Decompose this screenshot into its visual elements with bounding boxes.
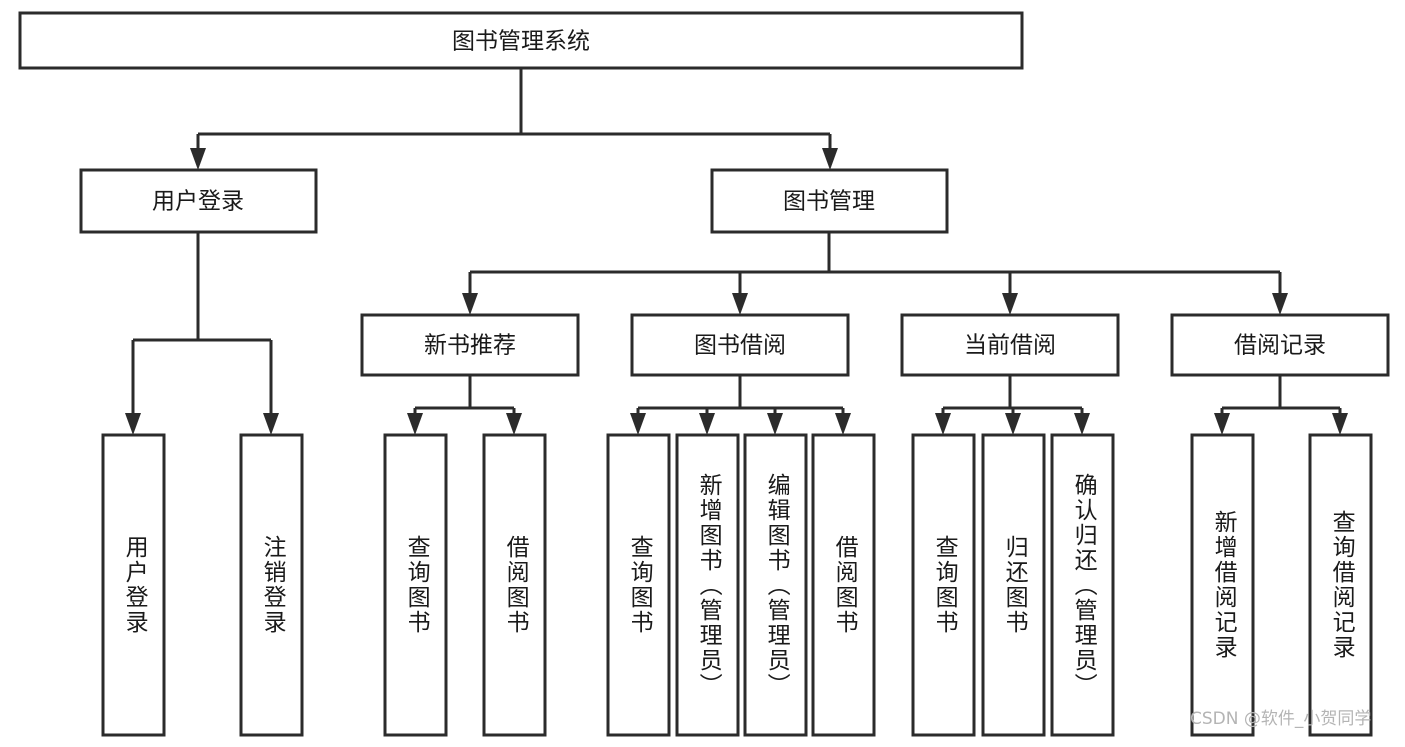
arrowhead-add-borrow-record (1214, 413, 1230, 435)
arrowhead-query-book-3 (935, 413, 951, 435)
leaf-box-user-login-do[interactable] (101, 433, 166, 737)
node-new-book-recommend-box[interactable] (360, 313, 580, 377)
leaf-boxes-group (101, 433, 1373, 737)
leaf-box-user-logout[interactable] (239, 433, 304, 737)
connector-book-manage-to-level3 (462, 232, 1288, 315)
node-borrow-record[interactable]: 借阅记录 (1170, 313, 1390, 377)
node-root-label: 图书管理系统 (452, 29, 590, 55)
arrowhead-borrow-record (1272, 293, 1288, 315)
leaf-box-query-book-2[interactable] (606, 433, 671, 737)
leaf-box-add-book-admin[interactable] (675, 433, 740, 737)
arrowhead-user-login-do (125, 413, 141, 435)
leaf-box-query-book-1[interactable] (383, 433, 448, 737)
node-root[interactable]: 图书管理系统 (18, 11, 1024, 70)
node-current-borrow[interactable]: 当前借阅 (900, 313, 1120, 377)
arrowhead-new-book-recommend (462, 293, 478, 315)
leaf-box-borrow-book-2[interactable] (811, 433, 876, 737)
connector-user-login-to-leaves (125, 232, 279, 435)
connector-borrow-record-to-leaves (1214, 375, 1348, 435)
node-borrow-record-box[interactable] (1170, 313, 1390, 377)
arrowhead-edit-book-admin (767, 413, 783, 435)
node-new-book-recommend-label: 新书推荐 (424, 333, 516, 359)
arrowhead-query-borrow-record (1332, 413, 1348, 435)
node-new-book-recommend[interactable]: 新书推荐 (360, 313, 580, 377)
arrowhead-query-book-2 (630, 413, 646, 435)
connector-new-book-to-leaves (407, 375, 522, 435)
csdn-watermark: CSDN @软件_小贺同学 (1190, 709, 1372, 729)
arrowhead-return-book (1005, 413, 1021, 435)
node-book-borrow[interactable]: 图书借阅 (630, 313, 850, 377)
node-book-manage[interactable]: 图书管理 (710, 168, 949, 234)
node-book-manage-box[interactable] (710, 168, 949, 234)
leaf-box-query-book-3[interactable] (911, 433, 976, 737)
node-book-borrow-label: 图书借阅 (694, 333, 786, 359)
node-user-login[interactable]: 用户登录 (79, 168, 318, 234)
arrowhead-borrow-book-1 (506, 413, 522, 435)
node-borrow-record-label: 借阅记录 (1234, 333, 1326, 359)
arrowhead-user-login (190, 148, 206, 170)
node-book-manage-label: 图书管理 (783, 189, 875, 215)
arrowhead-add-book-admin (699, 413, 715, 435)
leaf-box-return-book[interactable] (981, 433, 1046, 737)
connector-book-borrow-to-leaves (630, 375, 851, 435)
leaf-box-add-borrow-record[interactable] (1190, 433, 1255, 737)
connector-root-to-level2 (190, 68, 838, 170)
node-book-borrow-box[interactable] (630, 313, 850, 377)
leaf-box-confirm-return-admin[interactable] (1050, 433, 1115, 737)
node-current-borrow-box[interactable] (900, 313, 1120, 377)
leaf-box-edit-book-admin[interactable] (743, 433, 808, 737)
arrowhead-book-borrow (732, 293, 748, 315)
leaf-box-borrow-book-1[interactable] (482, 433, 547, 737)
node-current-borrow-label: 当前借阅 (964, 333, 1056, 359)
leaf-box-query-borrow-record[interactable] (1308, 433, 1373, 737)
arrowhead-user-logout (263, 413, 279, 435)
node-root-box[interactable] (18, 11, 1024, 70)
arrowhead-current-borrow (1002, 293, 1018, 315)
connector-current-borrow-to-leaves (935, 375, 1090, 435)
arrowhead-confirm-return-admin (1074, 413, 1090, 435)
arrowhead-borrow-book-2 (835, 413, 851, 435)
node-user-login-label: 用户登录 (152, 189, 244, 215)
arrowhead-query-book-1 (407, 413, 423, 435)
arrowhead-book-manage (822, 148, 838, 170)
